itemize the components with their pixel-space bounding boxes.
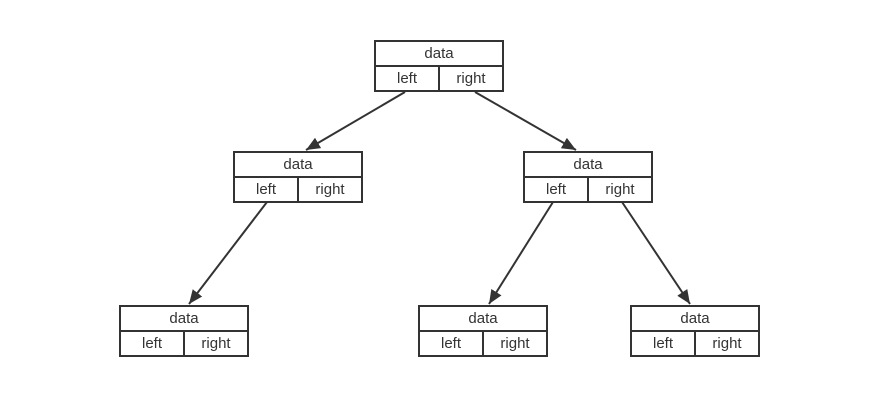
edge-childright-right-to-leaf-right [621, 201, 691, 305]
node-right-pointer: right [456, 70, 486, 87]
node-left-pointer: left [376, 67, 440, 90]
node-right-pointer: right [712, 335, 742, 352]
node-data-field: data [121, 307, 247, 332]
node-right-pointer: right [201, 335, 231, 352]
node-left-pointer: left [235, 178, 299, 201]
node-left-pointer: left [632, 332, 696, 355]
node-left-pointer: left [420, 332, 484, 355]
tree-node-leaf-middle: data left right [418, 305, 548, 357]
edge-childleft-left-to-leaf-left [188, 201, 268, 305]
tree-node-leaf-left: data left right [119, 305, 249, 357]
node-right-pointer: right [605, 181, 635, 198]
edge-root-left-to-child-left [305, 91, 406, 151]
node-left-pointer: left [525, 178, 589, 201]
tree-node-leaf-right: data left right [630, 305, 760, 357]
node-data-field: data [632, 307, 758, 332]
node-data-field: data [525, 153, 651, 178]
edge-root-right-to-child-right [474, 91, 577, 151]
node-right-pointer: right [315, 181, 345, 198]
node-data-field: data [376, 42, 502, 67]
tree-node-child-right: data left right [523, 151, 653, 203]
node-data-field: data [235, 153, 361, 178]
node-left-pointer: left [121, 332, 185, 355]
tree-node-child-left: data left right [233, 151, 363, 203]
edge-childright-left-to-leaf-middle [488, 201, 554, 305]
tree-node-root: data left right [374, 40, 504, 92]
node-data-field: data [420, 307, 546, 332]
node-right-pointer: right [500, 335, 530, 352]
